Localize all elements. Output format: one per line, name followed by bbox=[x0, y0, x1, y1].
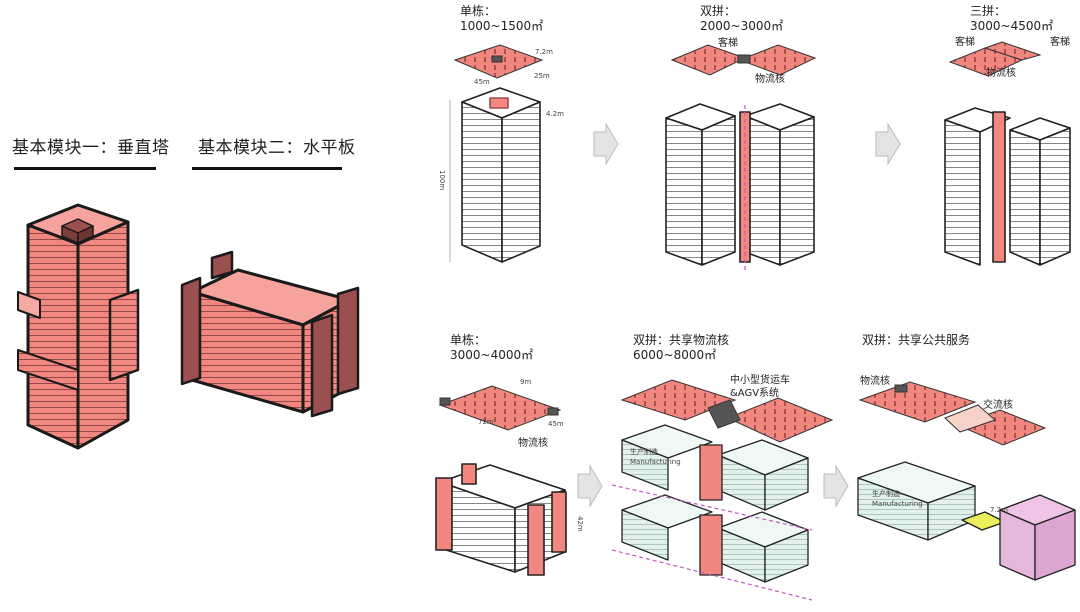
arrow-top-2 bbox=[875, 122, 901, 166]
module-two-underline bbox=[192, 167, 342, 170]
shared-logistics-manufacturing: Manufacturing bbox=[630, 458, 681, 466]
bottom-shared-public-title: 双拼：共享公共服务 bbox=[862, 333, 971, 347]
top-triple-logistics-core: 物流核 bbox=[986, 68, 1016, 79]
shared-public-logistics-core: 物流核 bbox=[860, 376, 890, 387]
bottom-single-plan bbox=[438, 385, 562, 431]
arrow-bottom-2 bbox=[823, 464, 849, 508]
top-single-tower bbox=[449, 87, 541, 263]
top-single-plan bbox=[453, 44, 544, 79]
module-one-tower bbox=[17, 203, 140, 450]
vehicle-label-line1: 中小型货运车 bbox=[730, 375, 790, 386]
top-triple-passenger-elevator-left: 客梯 bbox=[955, 37, 975, 48]
bottom-shared-logistics-title: 双拼：共享物流核 bbox=[633, 333, 730, 347]
top-double-area: 2000~3000㎡ bbox=[700, 19, 784, 33]
top-single-area: 1000~1500㎡ bbox=[460, 19, 544, 33]
bottom-single-dim-depth: 45m bbox=[548, 420, 564, 428]
module-two-title: 基本模块二：水平板 bbox=[198, 138, 356, 158]
top-single-dim-height: 100m bbox=[438, 170, 446, 191]
top-single-dim-width: 45m bbox=[474, 78, 490, 86]
bottom-single-dim-height: 42m bbox=[576, 516, 584, 532]
top-triple-towers bbox=[944, 107, 1071, 266]
top-single-dim-grid: 7.2m bbox=[535, 48, 553, 56]
module-two-slab bbox=[180, 250, 360, 418]
shared-public-manufacturing: Manufacturing bbox=[872, 500, 923, 508]
bottom-single-dim-grid: 9m bbox=[520, 378, 532, 386]
shared-logistics-production-cn: 生产制造 bbox=[630, 448, 658, 456]
top-double-plan bbox=[670, 44, 817, 76]
bottom-single-area: 3000~4000㎡ bbox=[450, 348, 534, 362]
top-double-title: 双拼： bbox=[700, 4, 737, 18]
top-single-title: 单栋： bbox=[460, 4, 497, 18]
arrow-top-1 bbox=[593, 122, 619, 166]
bottom-shared-logistics-area: 6000~8000㎡ bbox=[633, 348, 717, 362]
shared-public-production-cn: 生产制造 bbox=[872, 490, 900, 498]
top-triple-passenger-elevator-right: 客梯 bbox=[1050, 37, 1070, 48]
module-one-title: 基本模块一：垂直塔 bbox=[12, 138, 170, 158]
top-double-logistics-core: 物流核 bbox=[755, 74, 785, 85]
bottom-shared-logistics-blocks bbox=[611, 424, 813, 601]
shared-public-exchange-core: 交流核 bbox=[983, 400, 1013, 411]
vehicle-label-line2: &AGV系统 bbox=[730, 388, 780, 399]
bottom-shared-logistics-plan bbox=[620, 379, 834, 443]
bottom-shared-public-plan bbox=[858, 381, 1047, 446]
top-single-dim-floor: 4.2m bbox=[546, 110, 564, 118]
top-double-towers bbox=[665, 103, 815, 270]
top-triple-area: 3000~4500㎡ bbox=[970, 19, 1054, 33]
top-single-dim-depth: 25m bbox=[534, 72, 550, 80]
top-triple-title: 三拼： bbox=[970, 4, 1007, 18]
shared-public-dim-small: 7.2m bbox=[990, 506, 1008, 514]
bottom-single-logistics-core: 物流核 bbox=[518, 438, 548, 449]
top-double-passenger-elevator: 客梯 bbox=[718, 38, 738, 49]
bottom-single-slab bbox=[435, 463, 567, 576]
bottom-shared-public-blocks bbox=[857, 461, 1076, 581]
bottom-single-dim-width: 72m bbox=[478, 418, 494, 426]
top-triple-plan bbox=[948, 41, 1042, 77]
arrow-bottom-1 bbox=[577, 464, 603, 508]
module-one-underline bbox=[14, 167, 156, 170]
bottom-single-title: 单栋： bbox=[450, 333, 487, 347]
